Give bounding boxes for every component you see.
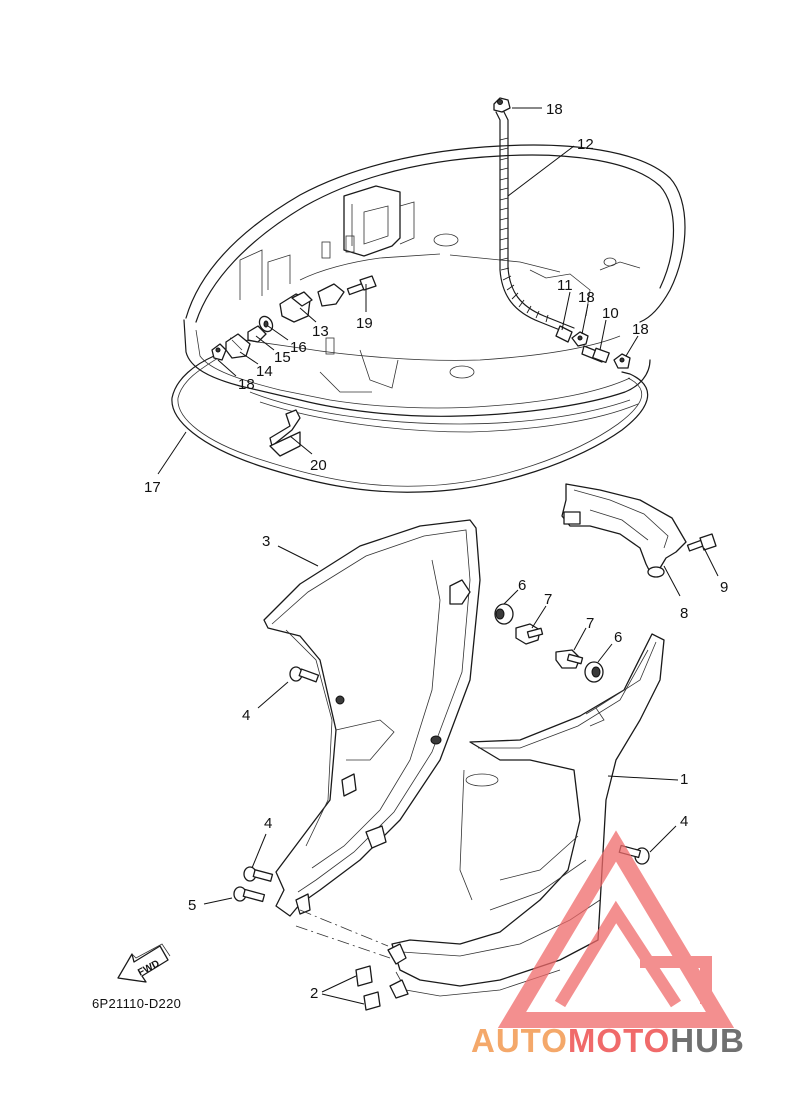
bolt-4-lower-left [243,866,274,882]
nut-15 [247,325,267,343]
grommet-14 [225,333,251,359]
callout-16: 16 [290,339,307,356]
callout-11: 11 [557,277,573,294]
joint-10 [581,345,610,364]
callout-18-left: 18 [238,376,255,393]
diagram-code: 6P21110-D220 [92,996,182,1011]
callout-4-lower-left: 4 [264,815,272,832]
bolt-5 [233,886,266,903]
callout-18-top: 18 [546,101,563,118]
callout-5: 5 [188,897,196,914]
grommet-cable-12 [495,111,575,335]
washer-16 [258,315,274,333]
automotohub-logo-icon [497,830,735,1028]
collar-7-left [515,623,544,645]
clip-18-top [493,97,511,113]
clip-18-right [613,353,631,369]
callout-4-right: 4 [680,813,688,830]
callout-18-mid: 18 [578,289,595,306]
bottom-cowling-1 [387,633,665,999]
bottom-cowling-pan [183,144,686,433]
holder-13 [279,291,313,323]
callout-18-right: 18 [632,321,649,338]
leader-lines [157,107,719,1005]
bolt-4-upper [289,666,320,683]
grommet-6-left [494,603,514,625]
bottom-cowling-3 [263,519,481,917]
callout-labels: 18 12 11 18 10 18 13 19 16 15 14 18 17 2… [144,101,728,1002]
collar-7-right [555,649,584,669]
watermark-brand: AUTOMOTOHUB [471,1022,745,1060]
callout-2: 2 [310,985,318,1002]
callout-9: 9 [720,579,728,596]
nut-2-lower [363,991,381,1011]
callout-14: 14 [256,363,273,380]
grommet-6-right [584,661,604,683]
bracket-19 [317,283,345,307]
callout-17: 17 [144,479,161,496]
watermark-part-moto: MOTO [567,1022,671,1059]
bolt-9 [686,533,717,552]
callout-13: 13 [312,323,329,340]
callout-3: 3 [262,533,270,550]
callout-19: 19 [356,315,373,332]
watermark-part-hub: HUB [670,1022,745,1059]
callout-1: 1 [680,771,688,788]
nut-2-upper [355,965,373,987]
callout-7-right: 7 [586,615,594,632]
callout-6-right: 6 [614,629,622,646]
clip-18-mid [571,331,589,347]
clamp-20 [269,409,301,457]
callout-7-left: 7 [544,591,552,608]
hook-plate-8 [561,483,687,578]
callout-12: 12 [577,136,594,153]
nut-11 [555,325,573,343]
callout-8: 8 [680,605,688,622]
bolt-19 [346,275,377,296]
callout-6-left: 6 [518,577,526,594]
callout-15: 15 [274,349,291,366]
clip-18-left [211,343,227,361]
watermark-part-auto: AUTO [471,1022,568,1059]
callout-4-upper: 4 [242,707,250,724]
callout-10: 10 [602,305,619,322]
fwd-arrow-icon: FWD [117,943,171,983]
callout-20: 20 [310,457,327,474]
cable-17 [171,355,649,493]
